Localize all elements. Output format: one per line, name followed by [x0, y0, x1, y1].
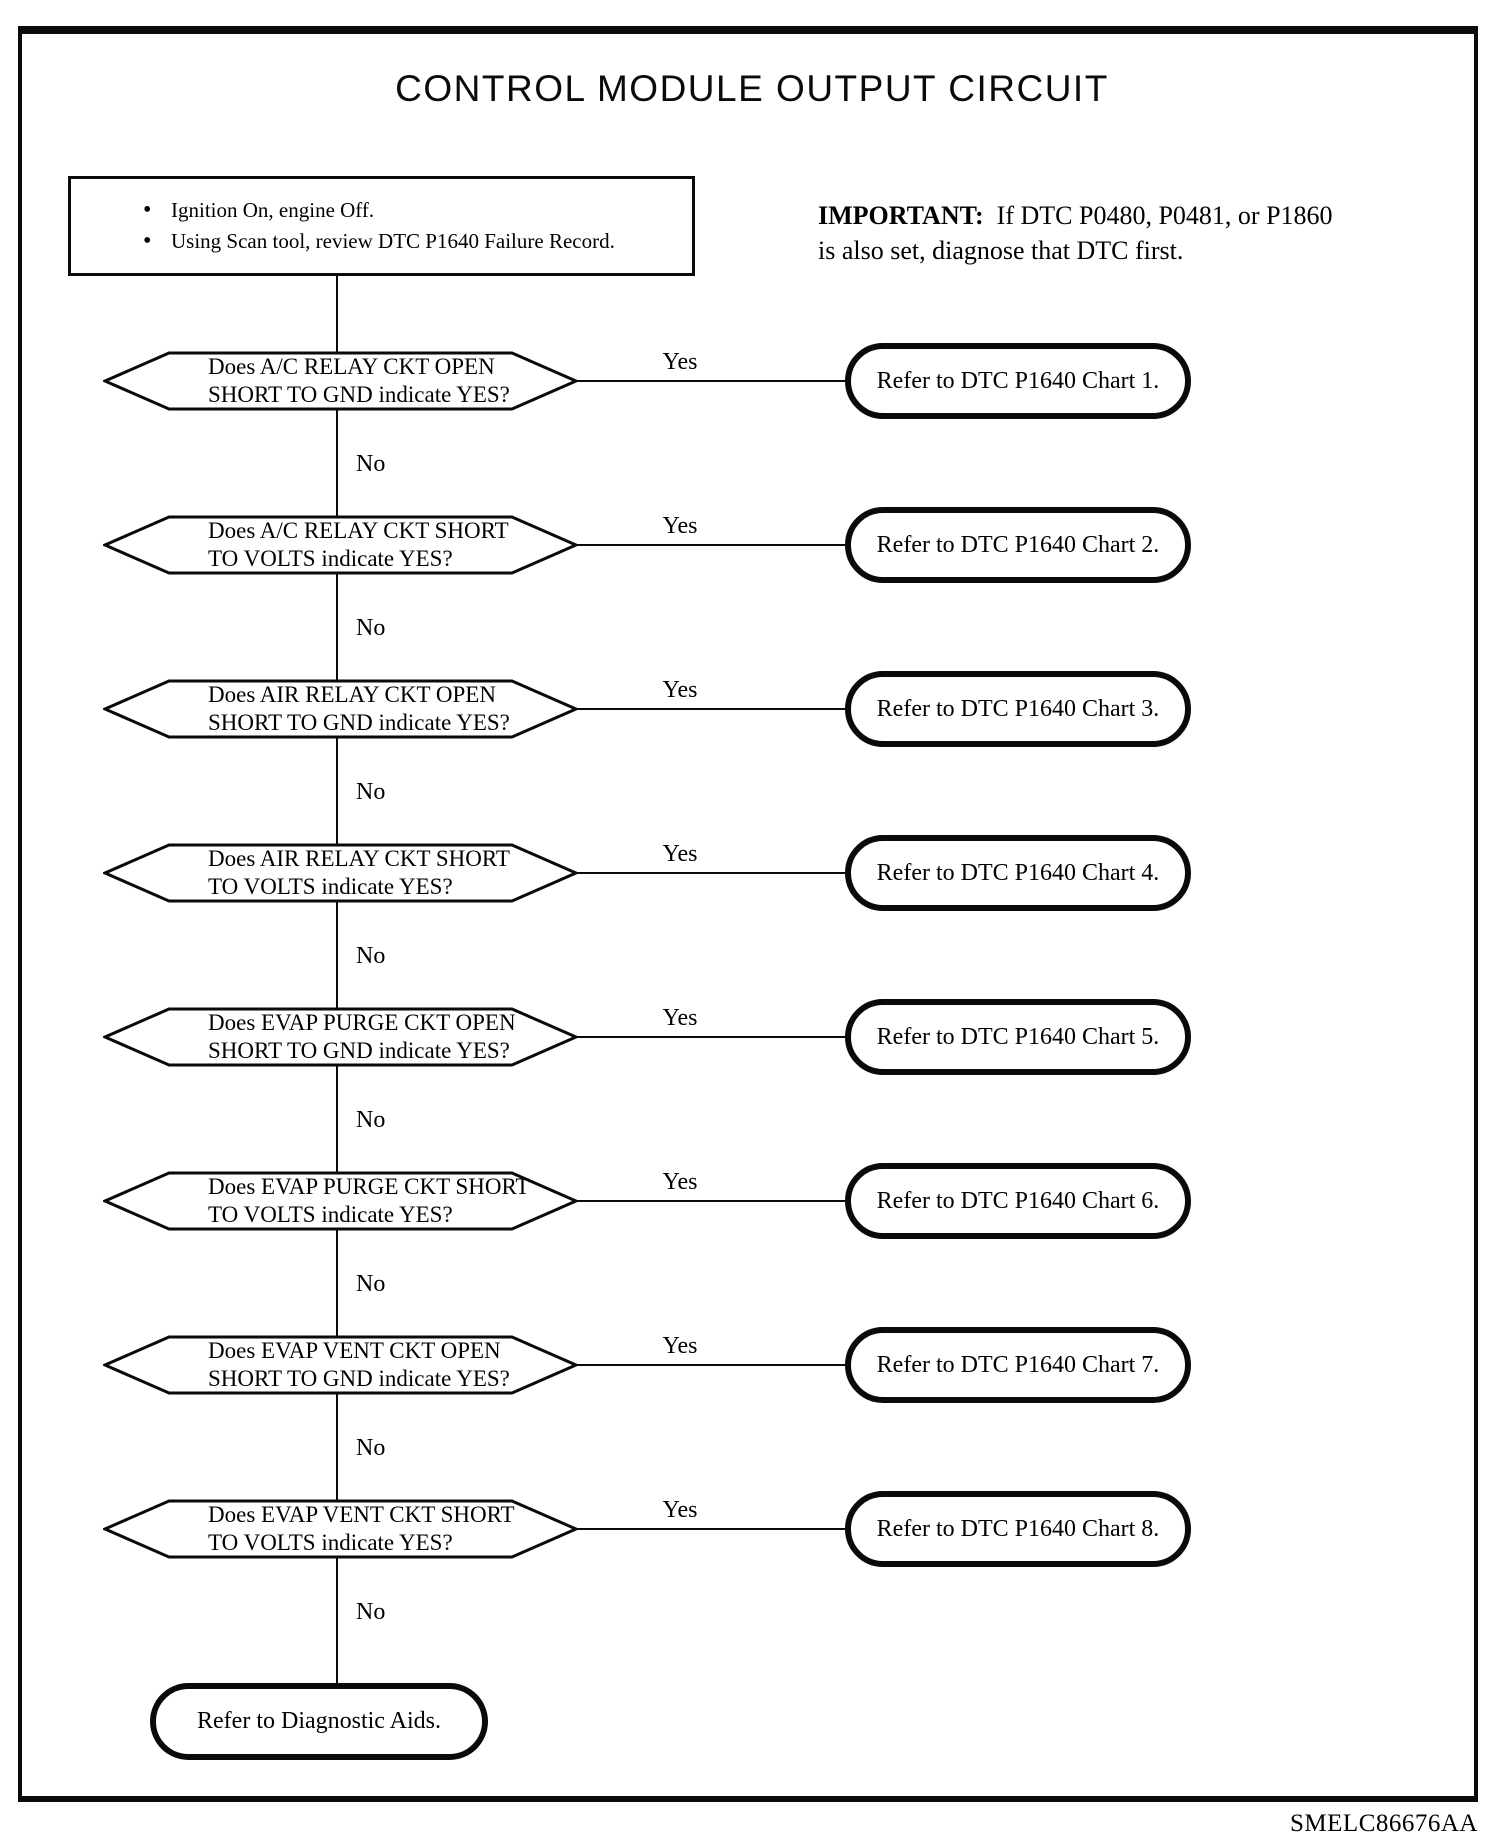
yes-branch-label: Yes [662, 349, 698, 375]
action-node: Refer to DTC P1640 Chart 6. [845, 1163, 1191, 1239]
decision-question-line1: Does A/C RELAY CKT OPEN [208, 354, 495, 379]
no-branch-label: No [356, 1599, 386, 1625]
decision-question: Does AIR RELAY CKT OPEN SHORT TO GND ind… [208, 679, 548, 739]
yes-connector-line [576, 1036, 845, 1038]
precondition-item: Ignition On, engine Off. [143, 195, 692, 226]
action-node: Refer to DTC P1640 Chart 3. [845, 671, 1191, 747]
yes-connector-line [576, 708, 845, 710]
flow-step-1: Does A/C RELAY CKT OPEN SHORT TO GND ind… [0, 343, 1504, 477]
yes-connector-line [576, 872, 845, 874]
decision-question-line1: Does EVAP PURGE CKT OPEN [208, 1010, 516, 1035]
final-action-label: Refer to Diagnostic Aids. [197, 1708, 441, 1734]
decision-question-line1: Does EVAP PURGE CKT SHORT [208, 1174, 530, 1199]
yes-connector-line [576, 544, 845, 546]
decision-question-line1: Does A/C RELAY CKT SHORT [208, 518, 509, 543]
main-flow-connector-line [336, 276, 338, 1683]
decision-question-line1: Does EVAP VENT CKT SHORT [208, 1502, 515, 1527]
yes-connector-line [576, 1528, 845, 1530]
action-label: Refer to DTC P1640 Chart 7. [876, 1351, 1160, 1378]
final-action-node: Refer to Diagnostic Aids. [150, 1683, 488, 1760]
yes-branch-label: Yes [662, 1497, 698, 1523]
flow-step-7: Does EVAP VENT CKT OPEN SHORT TO GND ind… [0, 1327, 1504, 1461]
important-text-line1: If DTC P0480, P0481, or P1860 [996, 201, 1333, 230]
flow-step-4: Does AIR RELAY CKT SHORT TO VOLTS indica… [0, 835, 1504, 969]
flow-step-2: Does A/C RELAY CKT SHORT TO VOLTS indica… [0, 507, 1504, 641]
yes-branch-label: Yes [662, 841, 698, 867]
decision-question-line2: TO VOLTS indicate YES? [208, 874, 453, 899]
document-reference-code: SMELC86676AA [1290, 1810, 1478, 1837]
decision-question: Does A/C RELAY CKT SHORT TO VOLTS indica… [208, 515, 548, 575]
no-branch-label: No [356, 615, 386, 641]
action-label: Refer to DTC P1640 Chart 5. [876, 1023, 1160, 1050]
decision-question: Does A/C RELAY CKT OPEN SHORT TO GND ind… [208, 351, 548, 411]
no-branch-label: No [356, 1271, 386, 1297]
important-note: IMPORTANT: If DTC P0480, P0481, or P1860… [818, 198, 1418, 268]
action-label: Refer to DTC P1640 Chart 2. [876, 531, 1160, 558]
no-branch-label: No [356, 451, 386, 477]
decision-question: Does EVAP VENT CKT SHORT TO VOLTS indica… [208, 1499, 548, 1559]
no-branch-label: No [356, 779, 386, 805]
page-title: CONTROL MODULE OUTPUT CIRCUIT [395, 68, 1109, 109]
yes-connector-line [576, 1200, 845, 1202]
action-node: Refer to DTC P1640 Chart 4. [845, 835, 1191, 911]
yes-branch-label: Yes [662, 677, 698, 703]
no-branch-label: No [356, 943, 386, 969]
decision-question: Does EVAP PURGE CKT SHORT TO VOLTS indic… [208, 1171, 548, 1231]
decision-question-line2: SHORT TO GND indicate YES? [208, 1366, 510, 1391]
important-label: IMPORTANT: [818, 201, 984, 230]
decision-question-line2: TO VOLTS indicate YES? [208, 1202, 453, 1227]
decision-question-line2: TO VOLTS indicate YES? [208, 1530, 453, 1555]
no-branch-label: No [356, 1107, 386, 1133]
yes-connector-line [576, 1364, 845, 1366]
decision-question-line2: SHORT TO GND indicate YES? [208, 382, 510, 407]
decision-question: Does AIR RELAY CKT SHORT TO VOLTS indica… [208, 843, 548, 903]
flow-step-8: Does EVAP VENT CKT SHORT TO VOLTS indica… [0, 1491, 1504, 1625]
preconditions-list: Ignition On, engine Off. Using Scan tool… [71, 195, 692, 257]
preconditions-box: Ignition On, engine Off. Using Scan tool… [68, 176, 695, 276]
decision-question: Does EVAP PURGE CKT OPEN SHORT TO GND in… [208, 1007, 548, 1067]
decision-question-line1: Does EVAP VENT CKT OPEN [208, 1338, 501, 1363]
action-label: Refer to DTC P1640 Chart 1. [876, 367, 1160, 394]
action-node: Refer to DTC P1640 Chart 8. [845, 1491, 1191, 1567]
yes-connector-line [576, 380, 845, 382]
action-node: Refer to DTC P1640 Chart 5. [845, 999, 1191, 1075]
yes-branch-label: Yes [662, 1333, 698, 1359]
decision-question-line1: Does AIR RELAY CKT OPEN [208, 682, 496, 707]
yes-branch-label: Yes [662, 513, 698, 539]
decision-question-line2: SHORT TO GND indicate YES? [208, 1038, 510, 1063]
flow-step-3: Does AIR RELAY CKT OPEN SHORT TO GND ind… [0, 671, 1504, 805]
action-label: Refer to DTC P1640 Chart 3. [876, 695, 1160, 722]
precondition-item: Using Scan tool, review DTC P1640 Failur… [143, 226, 692, 257]
action-node: Refer to DTC P1640 Chart 7. [845, 1327, 1191, 1403]
yes-branch-label: Yes [662, 1005, 698, 1031]
no-branch-label: No [356, 1435, 386, 1461]
flow-step-5: Does EVAP PURGE CKT OPEN SHORT TO GND in… [0, 999, 1504, 1133]
action-label: Refer to DTC P1640 Chart 4. [876, 859, 1160, 886]
action-node: Refer to DTC P1640 Chart 1. [845, 343, 1191, 419]
yes-branch-label: Yes [662, 1169, 698, 1195]
decision-question-line1: Does AIR RELAY CKT SHORT [208, 846, 510, 871]
decision-question: Does EVAP VENT CKT OPEN SHORT TO GND ind… [208, 1335, 548, 1395]
decision-question-line2: TO VOLTS indicate YES? [208, 546, 453, 571]
action-node: Refer to DTC P1640 Chart 2. [845, 507, 1191, 583]
action-label: Refer to DTC P1640 Chart 6. [876, 1187, 1160, 1214]
action-label: Refer to DTC P1640 Chart 8. [876, 1515, 1160, 1542]
decision-question-line2: SHORT TO GND indicate YES? [208, 710, 510, 735]
flow-step-6: Does EVAP PURGE CKT SHORT TO VOLTS indic… [0, 1163, 1504, 1297]
important-text-line2: is also set, diagnose that DTC first. [818, 236, 1184, 265]
